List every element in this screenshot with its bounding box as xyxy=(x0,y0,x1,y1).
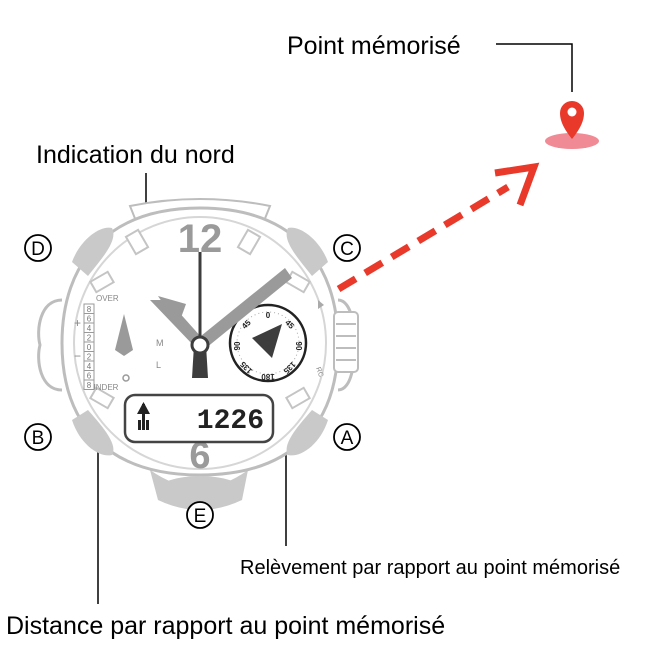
hour-indices xyxy=(88,228,312,410)
pin-shadow xyxy=(545,133,599,149)
guard-top-left xyxy=(72,227,114,276)
scale-digit: 4 xyxy=(87,362,92,371)
small-dot-marker xyxy=(122,374,130,382)
hour-hand xyxy=(150,300,202,347)
scale-digit: 2 xyxy=(87,353,92,362)
button-e[interactable]: E xyxy=(186,501,214,529)
north-indication-label: Indication du nord xyxy=(36,141,235,169)
subdial-pivot xyxy=(265,340,271,346)
button-b-letter: B xyxy=(32,428,45,449)
hand-pivot xyxy=(190,335,210,355)
button-a[interactable]: A xyxy=(333,423,361,451)
rc-label: RC xyxy=(314,366,324,378)
button-d-letter: D xyxy=(31,239,45,260)
scale-digit: 6 xyxy=(87,372,92,381)
distance-label: Distance par rapport au point mémorisé xyxy=(6,612,445,640)
scale-digit: 8 xyxy=(87,305,92,314)
button-c-letter: C xyxy=(340,239,354,260)
scale-box xyxy=(83,379,95,390)
bearing-label: Relèvement par rapport au point mémorisé xyxy=(240,557,620,579)
guard-bottom-left xyxy=(72,410,114,456)
left-scale-pointer xyxy=(115,314,133,356)
button-b[interactable]: B xyxy=(24,423,52,451)
crown-ridges xyxy=(336,323,356,361)
button-e-letter: E xyxy=(194,506,207,527)
pin-hole xyxy=(567,107,577,117)
guard-bottom-right xyxy=(286,410,328,456)
saved-point-leader xyxy=(496,43,573,92)
lcd-display xyxy=(123,393,275,444)
bottom-button-pad xyxy=(158,476,242,504)
under-label: UNDER xyxy=(90,383,119,392)
right-tick-marker xyxy=(318,300,324,309)
lcd-distance-value: 1226 xyxy=(197,406,264,437)
hour-6-numeral: 6 xyxy=(189,435,210,477)
scale-digit: 8 xyxy=(87,381,92,390)
button-c[interactable]: C xyxy=(333,234,361,262)
arrow-head xyxy=(494,162,540,207)
plus-sign: + xyxy=(74,316,81,330)
map-pin-icon xyxy=(545,101,599,149)
hour-hand-tip xyxy=(158,296,186,326)
direction-arrow xyxy=(310,162,540,308)
minute-hand xyxy=(196,268,292,348)
subdial-label: 90 xyxy=(294,342,303,351)
mode-m-label: M xyxy=(156,338,164,348)
button-d[interactable]: D xyxy=(24,234,52,262)
subdial-label: 90 xyxy=(233,341,242,350)
scale-digit: 0 xyxy=(87,343,92,352)
arrow-shaft xyxy=(310,184,510,308)
over-label: OVER xyxy=(96,294,119,303)
subdial-label: 0 xyxy=(266,311,271,320)
distance-arrow-icon xyxy=(137,402,150,430)
subdial-ticks xyxy=(236,311,300,375)
scale-digit: 4 xyxy=(87,324,92,333)
subdial-label: 180 xyxy=(261,372,275,381)
saved-point-label: Point mémorisé xyxy=(287,32,461,60)
crown-guard xyxy=(333,311,359,373)
button-a-letter: A xyxy=(341,428,354,449)
mode-l-label: L xyxy=(156,360,161,370)
minus-sign: − xyxy=(74,349,81,363)
scale-digit: 6 xyxy=(87,315,92,324)
scale-digit: 2 xyxy=(87,334,92,343)
guard-top-right xyxy=(286,227,328,276)
left-case-edge xyxy=(37,298,63,392)
pin-body xyxy=(560,101,584,139)
